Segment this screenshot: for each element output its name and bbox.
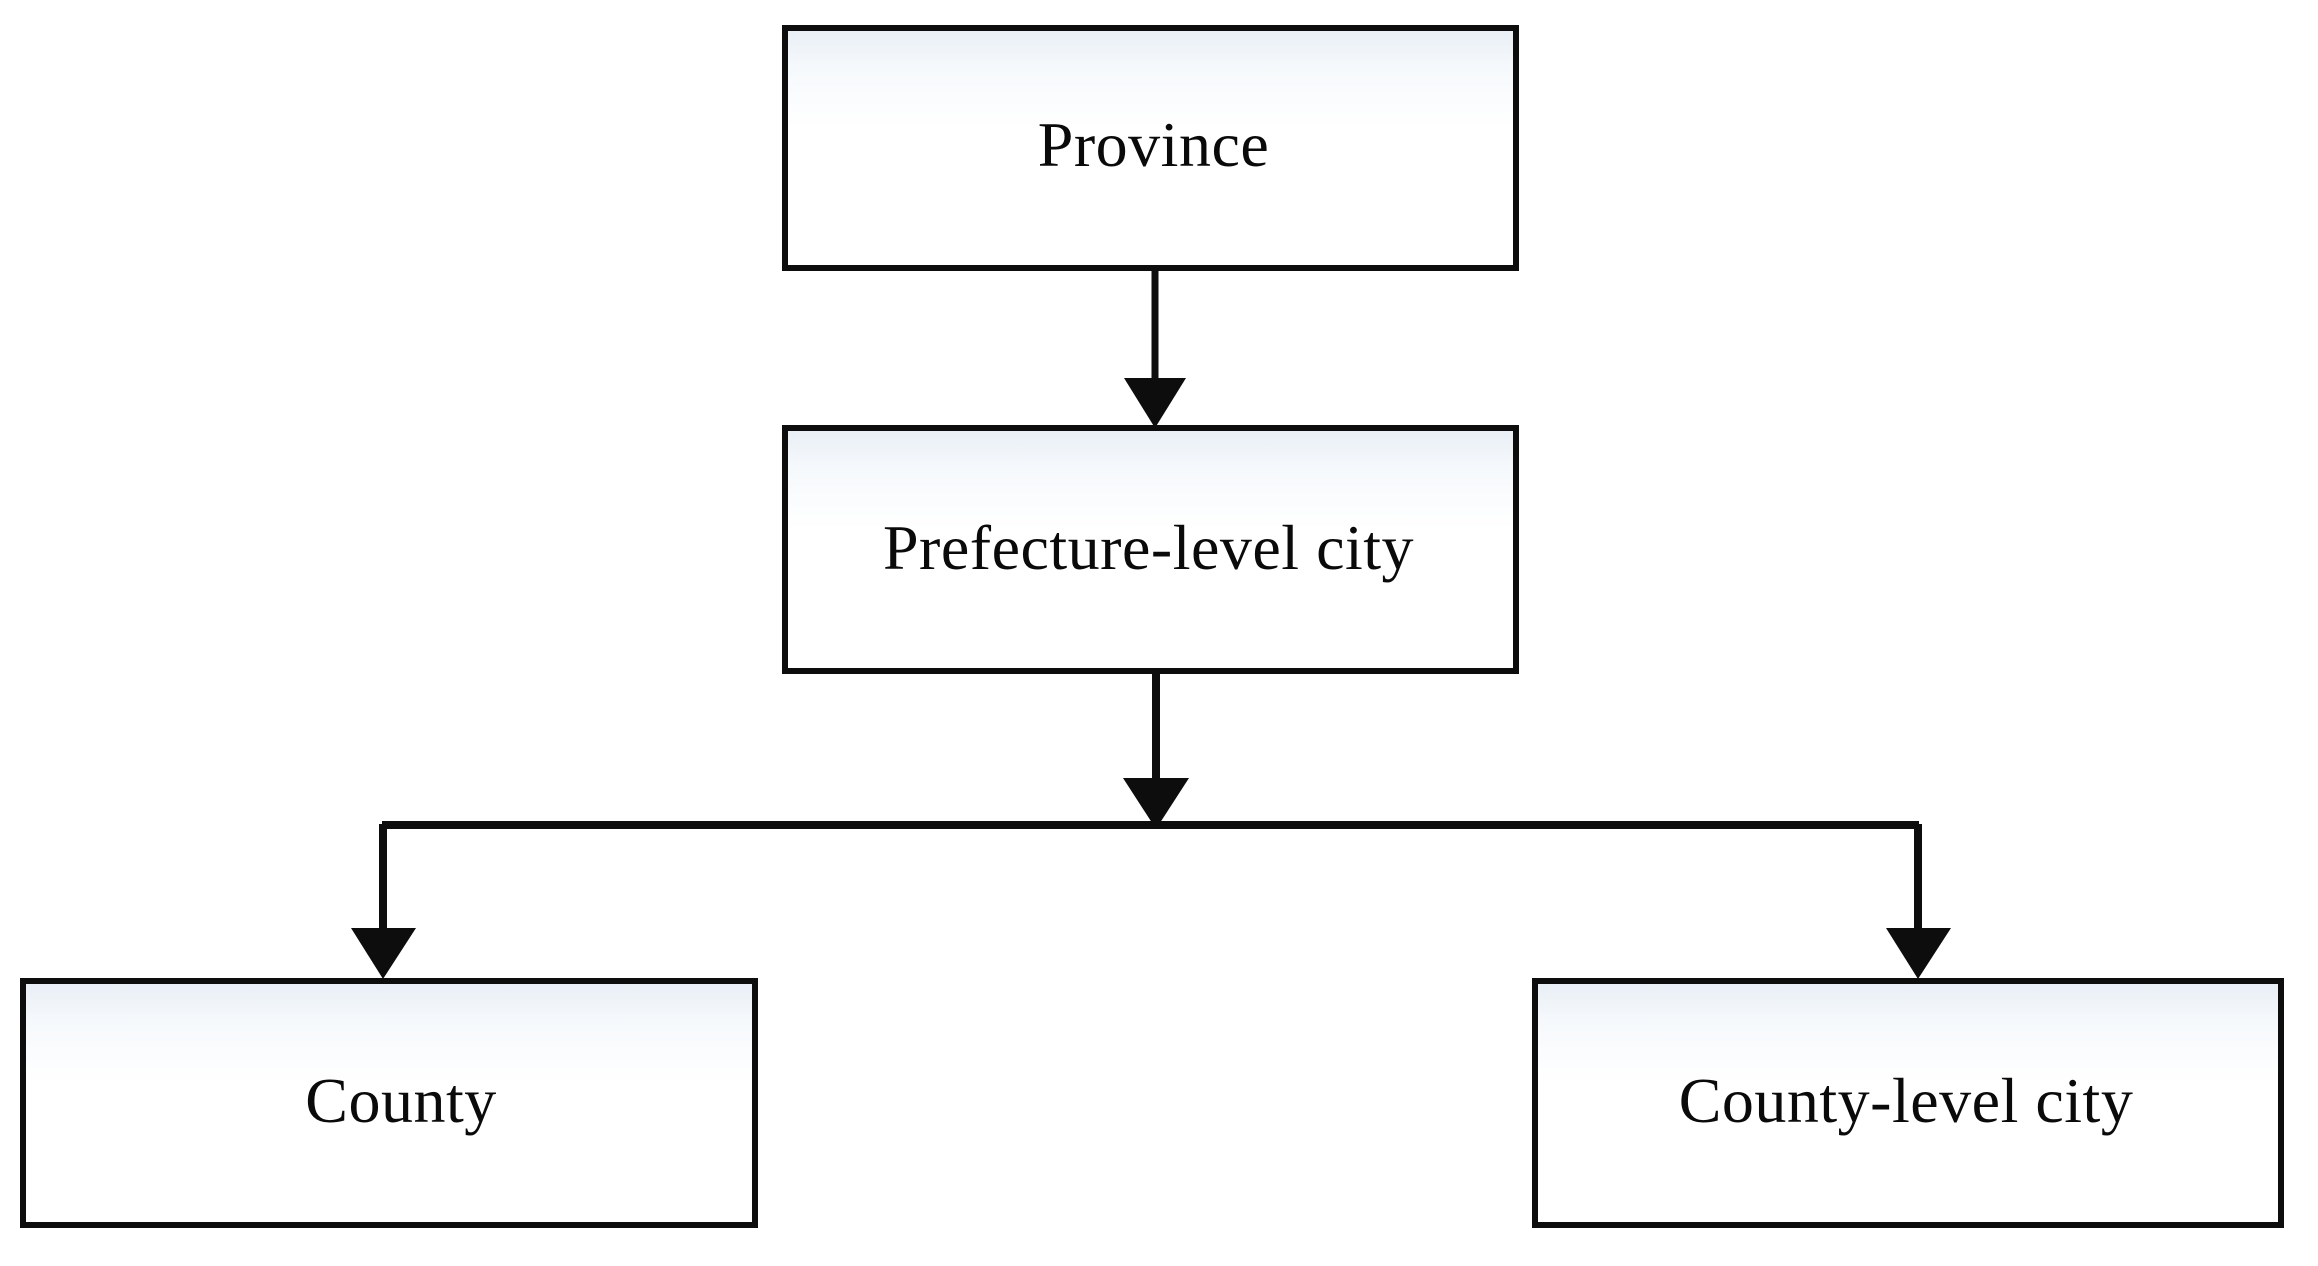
node-province[interactable]: Province [782, 25, 1519, 271]
node-prefecture-level-city[interactable]: Prefecture-level city [782, 425, 1519, 674]
node-county-level-city[interactable]: County-level city [1532, 978, 2284, 1228]
node-prefecture-level-city-label: Prefecture-level city [882, 511, 1415, 583]
edge-branch-to-county-level-city [1886, 824, 1951, 979]
node-county[interactable]: County [20, 978, 758, 1228]
node-province-label: Province [1037, 109, 1270, 180]
edge-prefecture-to-branch-bus [1123, 674, 1189, 829]
node-county-level-city-label: County-level city [1678, 1065, 2134, 1136]
edge-province-to-prefecture [1124, 271, 1186, 428]
edge-branch-to-county [351, 824, 416, 979]
node-county-label: County [305, 1065, 497, 1136]
